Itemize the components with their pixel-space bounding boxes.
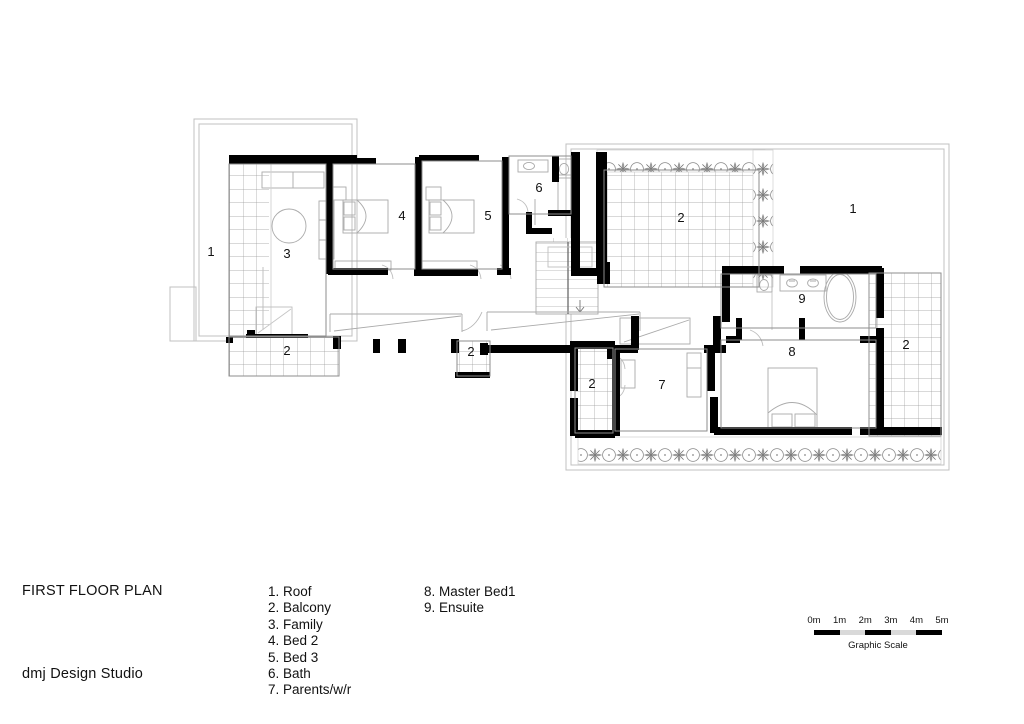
staircase (535, 241, 599, 315)
scale-segments (814, 630, 942, 637)
legend-column-two: 8. Master Bed1 9. Ensuite (424, 584, 516, 617)
room-label-master-bed1: 8 (788, 344, 795, 359)
scale-segment (839, 630, 866, 635)
legend-item: 5. Bed 3 (268, 649, 319, 665)
room-label-ensuite: 9 (798, 291, 805, 306)
scale-segment (916, 630, 942, 635)
legend-item: 8. Master Bed1 (424, 584, 516, 599)
legend-item: 3. Family (268, 616, 323, 632)
room-label-bed3: 5 (484, 208, 491, 223)
scale-tick: 1m (832, 615, 847, 626)
scale-caption: Graphic Scale (848, 640, 908, 651)
room-label-balcony-right: 2 (902, 337, 909, 352)
ensuite-fixtures (756, 271, 857, 330)
room-label-balcony-left: 2 (283, 343, 290, 358)
room-label-family: 3 (283, 246, 290, 261)
scale-segment (865, 630, 891, 635)
room-label-roof-right: 1 (849, 201, 856, 216)
legend-column-one: 1. Roof 2. Balcony 3. Family 4. Bed 2 5.… (268, 584, 351, 699)
scale-tick: 3m (884, 615, 898, 626)
studio-credit: dmj Design Studio (22, 666, 144, 682)
room-label-balcony-top: 2 (677, 210, 684, 225)
room-label-balcony-bridge: 2 (467, 344, 474, 359)
scale-tick: 5m (935, 615, 949, 626)
graphic-scale-bar: 0m 1m 2m 3m 4m 5m Graphic Scale (806, 615, 954, 651)
room-label-roof-left: 1 (207, 244, 214, 259)
legend-item: 1. Roof (268, 584, 312, 599)
legend-item: 7. Parents/w/r (268, 682, 352, 698)
master-bed-furniture (749, 329, 818, 430)
walkway (329, 311, 641, 332)
legend-item: 9. Ensuite (424, 600, 485, 616)
page-title: FIRST FLOOR PLAN (22, 583, 163, 599)
scale-tick: 2m (858, 615, 872, 626)
scale-segment (890, 630, 917, 635)
scale-segment (814, 630, 840, 635)
legend-item: 4. Bed 2 (268, 633, 319, 649)
family-furniture (261, 171, 335, 260)
planting-strips (577, 149, 942, 465)
scale-tick: 4m (909, 615, 923, 626)
room-outlines (228, 155, 942, 437)
room-number-labels: 1 3 2 4 5 6 2 2 7 2 1 9 8 2 (207, 180, 909, 392)
bed2-furniture (330, 186, 392, 271)
scale-tick: 0m (807, 615, 821, 626)
room-label-parents-wr: 7 (658, 377, 665, 392)
room-label-bath: 6 (535, 180, 542, 195)
legend-item: 2. Balcony (268, 600, 332, 616)
bed3-furniture (420, 186, 478, 271)
room-label-balcony-mid: 2 (588, 376, 595, 391)
scale-tick-labels: 0m 1m 2m 3m 4m 5m (806, 615, 954, 628)
room-label-bed2: 4 (398, 208, 405, 223)
legend-item: 6. Bath (268, 665, 311, 681)
